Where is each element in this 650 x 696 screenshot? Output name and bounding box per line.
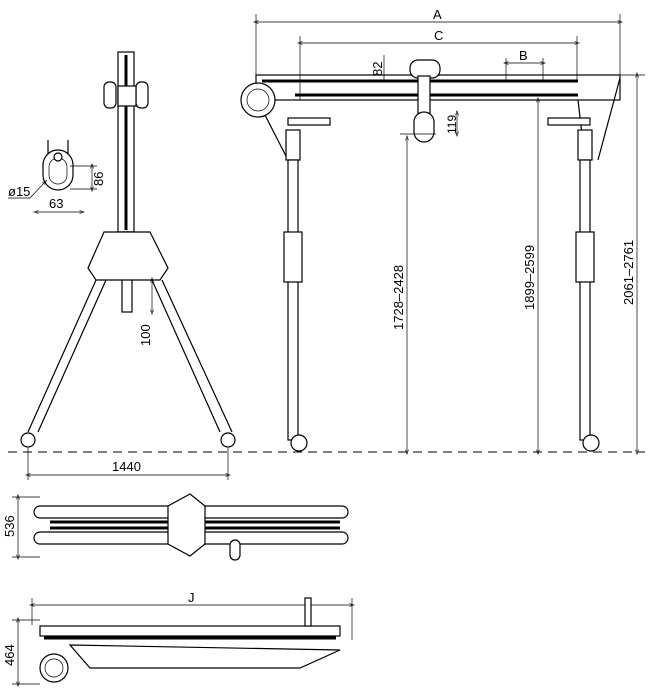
shackle-detail: 86 63 ø15	[8, 140, 106, 212]
dim-beam-height: 82	[370, 62, 385, 76]
dim-beam-underside-height: 1899–2599	[522, 245, 537, 310]
folded-top-view: 536	[2, 493, 349, 561]
dim-A: A	[433, 7, 442, 22]
left-leg	[27, 279, 107, 433]
dim-C: C	[434, 28, 443, 43]
dim-hook-height: 119	[445, 115, 459, 134]
caster-wheel	[20, 432, 36, 448]
left-post	[287, 159, 299, 441]
right-post	[579, 159, 591, 441]
trolley	[409, 59, 441, 79]
dim-base-width: 1440	[112, 459, 141, 474]
dim-J: J	[188, 590, 195, 605]
hook	[413, 111, 435, 143]
dim-mast-extension: 100	[138, 324, 153, 346]
dim-B: B	[519, 48, 528, 63]
dim-shackle-diameter: ø15	[8, 184, 30, 199]
post-wheel	[290, 434, 308, 452]
dim-shackle-height: 86	[91, 172, 106, 186]
folded-side-view: J 464	[2, 590, 352, 684]
dim-lift-height: 1728–2428	[391, 265, 406, 330]
dim-shackle-width: 63	[49, 196, 63, 211]
beam-wheel	[240, 82, 276, 118]
caster-wheel	[220, 432, 236, 448]
dim-folded-height: 464	[2, 644, 17, 666]
folded-wheel	[39, 653, 69, 683]
base-plate	[87, 231, 169, 281]
side-view: 1440 100	[20, 51, 236, 480]
post-wheel	[582, 434, 600, 452]
dim-overall-height: 2061–2761	[621, 240, 636, 305]
right-leg	[151, 279, 233, 433]
front-view: A C B 82 119 1728–2428 1899–2599 2061–27…	[240, 7, 645, 452]
dim-folded-width: 536	[2, 515, 17, 537]
